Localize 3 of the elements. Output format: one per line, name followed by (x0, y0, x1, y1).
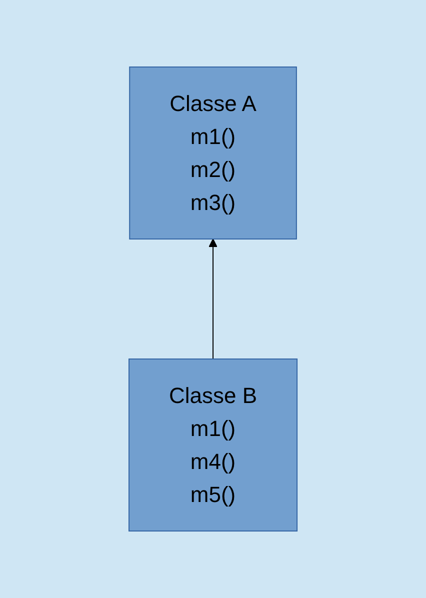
arrow (208, 238, 218, 360)
node-box: Classe B m1() m4() m5() (128, 358, 298, 532)
node-box: Classe A m1() m2() m3() (129, 66, 297, 240)
